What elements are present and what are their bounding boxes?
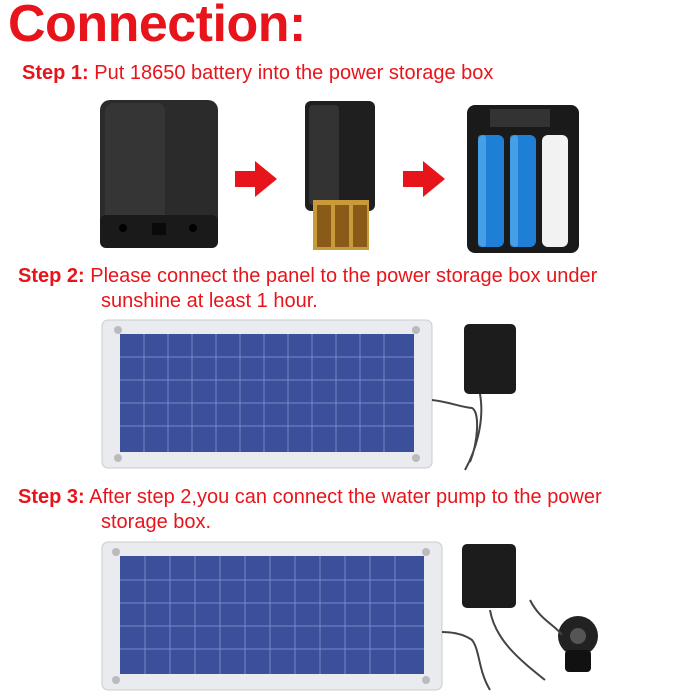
- step-3-instruction: Step 3: After step 2,you can connect the…: [18, 485, 602, 535]
- step-1-text: Put 18650 battery into the power storage…: [94, 62, 494, 84]
- step-2-text-line-1: Please connect the panel to the power st…: [90, 265, 598, 287]
- power-storage-box: [464, 324, 516, 394]
- open-box-with-batteries: [467, 105, 579, 253]
- closed-storage-box: [100, 100, 218, 248]
- solar-panel-grid: [120, 556, 424, 674]
- power-storage-box: [462, 544, 516, 608]
- step-2-illustration: [101, 319, 516, 471]
- step-1-label: Step 1:: [22, 62, 89, 84]
- step-3-text-line-2: storage box.: [101, 511, 212, 533]
- step-3-text-line-1: After step 2,you can connect the water p…: [89, 486, 602, 508]
- page-title: Connection:: [8, 0, 306, 53]
- box-with-batteries-inserted: [305, 101, 375, 250]
- connection-cable: [441, 599, 563, 691]
- solar-panel-cells: [120, 334, 414, 452]
- connection-cable: [431, 393, 483, 471]
- step-2-instruction: Step 2: Please connect the panel to the …: [18, 264, 597, 314]
- step-2-text-line-2: sunshine at least 1 hour.: [101, 290, 318, 312]
- step-1-instruction: Step 1: Put 18650 battery into the power…: [22, 61, 493, 86]
- step-2-label: Step 2:: [18, 265, 85, 287]
- solar-panel-cells: [120, 556, 424, 674]
- arrow-right-icon-1: [235, 161, 277, 197]
- arrow-right-icon-2: [403, 161, 445, 197]
- step-3-illustration: [101, 541, 598, 691]
- solar-panel-grid: [120, 334, 414, 452]
- step-3-label: Step 3:: [18, 486, 85, 508]
- water-pump: [558, 616, 598, 672]
- step-1-illustration: [100, 100, 579, 253]
